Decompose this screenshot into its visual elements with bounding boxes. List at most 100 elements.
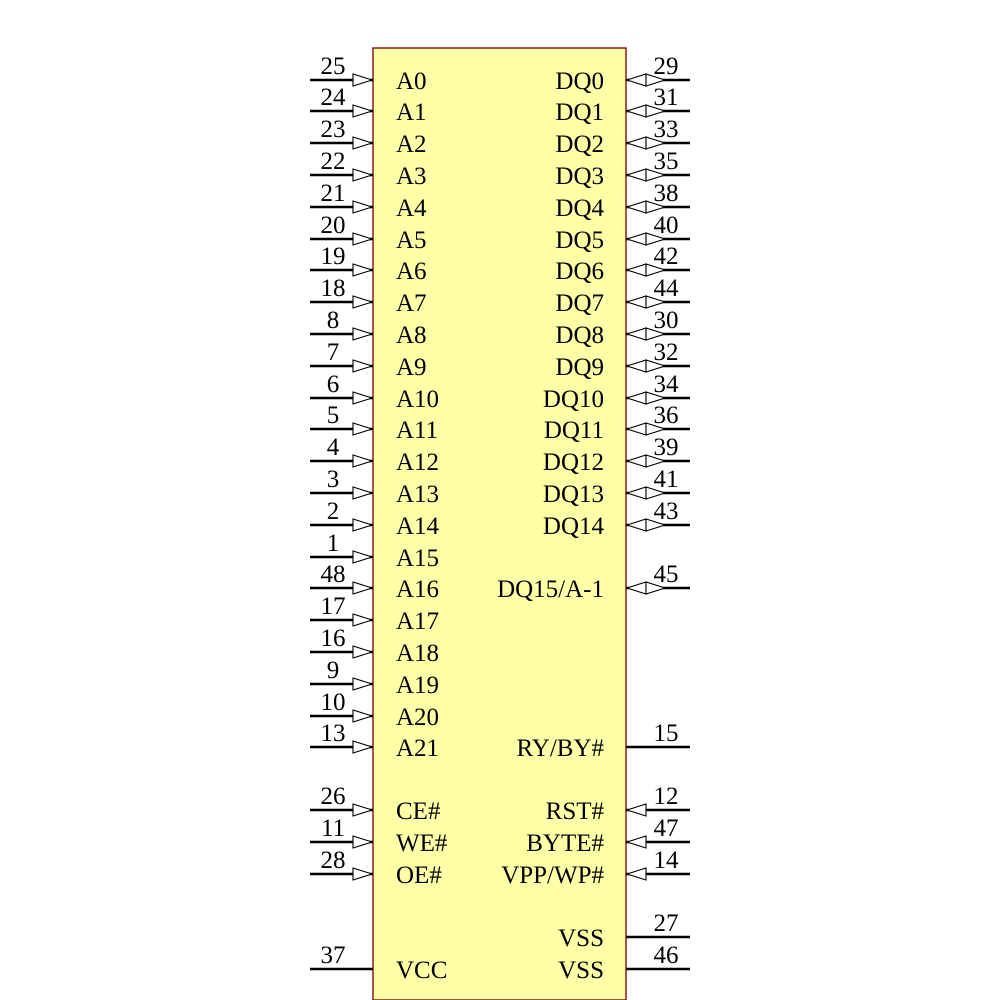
pin-number: 27 [654, 910, 679, 937]
pin-label: A19 [396, 672, 439, 699]
pin-number: 20 [321, 212, 346, 239]
input-arrow-icon [352, 550, 374, 564]
pin-number: 40 [654, 212, 679, 239]
pin-number: 4 [327, 434, 340, 461]
output-arrow-icon [645, 518, 667, 532]
pin-number: 5 [327, 402, 340, 429]
input-arrow-icon [352, 422, 374, 436]
pin-number: 11 [321, 815, 345, 842]
pin-number: 10 [321, 689, 346, 716]
pin-number: 38 [654, 180, 679, 207]
pin-a8: 8A8 [310, 307, 427, 349]
pin-number: 47 [654, 815, 679, 842]
pin-number: 44 [654, 275, 680, 302]
pin-label: VSS [558, 957, 604, 984]
output-arrow-icon [645, 168, 667, 182]
input-arrow-icon [352, 200, 374, 214]
input-arrow-icon [352, 867, 374, 881]
input-arrow-icon [352, 835, 374, 849]
ic-body [372, 47, 627, 1000]
output-arrow-icon [645, 73, 667, 87]
pin-number: 34 [654, 371, 680, 398]
input-arrow-icon [625, 391, 647, 405]
input-arrow-icon [352, 168, 374, 182]
pin-number: 42 [654, 243, 679, 270]
input-arrow-icon [352, 581, 374, 595]
pin-number: 23 [321, 116, 346, 143]
pin-label: A10 [396, 386, 439, 413]
pin-label: A11 [396, 417, 438, 444]
input-arrow-icon [625, 518, 647, 532]
pin-number: 6 [327, 371, 340, 398]
input-arrow-icon [625, 835, 647, 849]
pin-label: DQ2 [555, 131, 604, 158]
input-arrow-icon [352, 136, 374, 150]
input-arrow-icon [352, 295, 374, 309]
input-arrow-icon [352, 104, 374, 118]
right-pin-group: 29DQ031DQ133DQ235DQ338DQ440DQ542DQ644DQ7… [497, 53, 690, 984]
pin-number: 3 [327, 466, 340, 493]
pin-label: DQ4 [555, 195, 604, 222]
input-arrow-icon [625, 359, 647, 373]
pin-label: DQ15/A-1 [497, 576, 604, 603]
pin-number: 37 [321, 942, 346, 969]
pin-label: A9 [396, 354, 427, 381]
output-arrow-icon [645, 327, 667, 341]
pin-number: 33 [654, 116, 679, 143]
pin-label: OE# [396, 862, 442, 889]
pin-label: A4 [396, 195, 427, 222]
output-arrow-icon [645, 422, 667, 436]
pin-label: DQ10 [543, 386, 604, 413]
pin-number: 32 [654, 339, 679, 366]
pin-number: 16 [321, 625, 346, 652]
input-arrow-icon [625, 327, 647, 341]
pin-number: 12 [654, 783, 679, 810]
pin-number: 2 [327, 498, 340, 525]
pin-label: A21 [396, 735, 439, 762]
pin-number: 17 [321, 593, 346, 620]
pin-label: A13 [396, 481, 439, 508]
pin-number: 48 [321, 561, 346, 588]
pin-number: 45 [654, 561, 679, 588]
pin-label: DQ3 [555, 163, 604, 190]
input-arrow-icon [352, 327, 374, 341]
input-arrow-icon [625, 232, 647, 246]
pin-label: A17 [396, 608, 439, 635]
input-arrow-icon [625, 73, 647, 87]
pin-label: A7 [396, 290, 427, 317]
output-arrow-icon [645, 136, 667, 150]
pin-label: WE# [396, 830, 448, 857]
input-arrow-icon [625, 168, 647, 182]
input-arrow-icon [352, 454, 374, 468]
input-arrow-icon [625, 486, 647, 500]
pin-label: A18 [396, 640, 439, 667]
pin-number: 1 [327, 530, 340, 557]
output-arrow-icon [645, 359, 667, 373]
input-arrow-icon [352, 677, 374, 691]
pin-number: 43 [654, 498, 679, 525]
